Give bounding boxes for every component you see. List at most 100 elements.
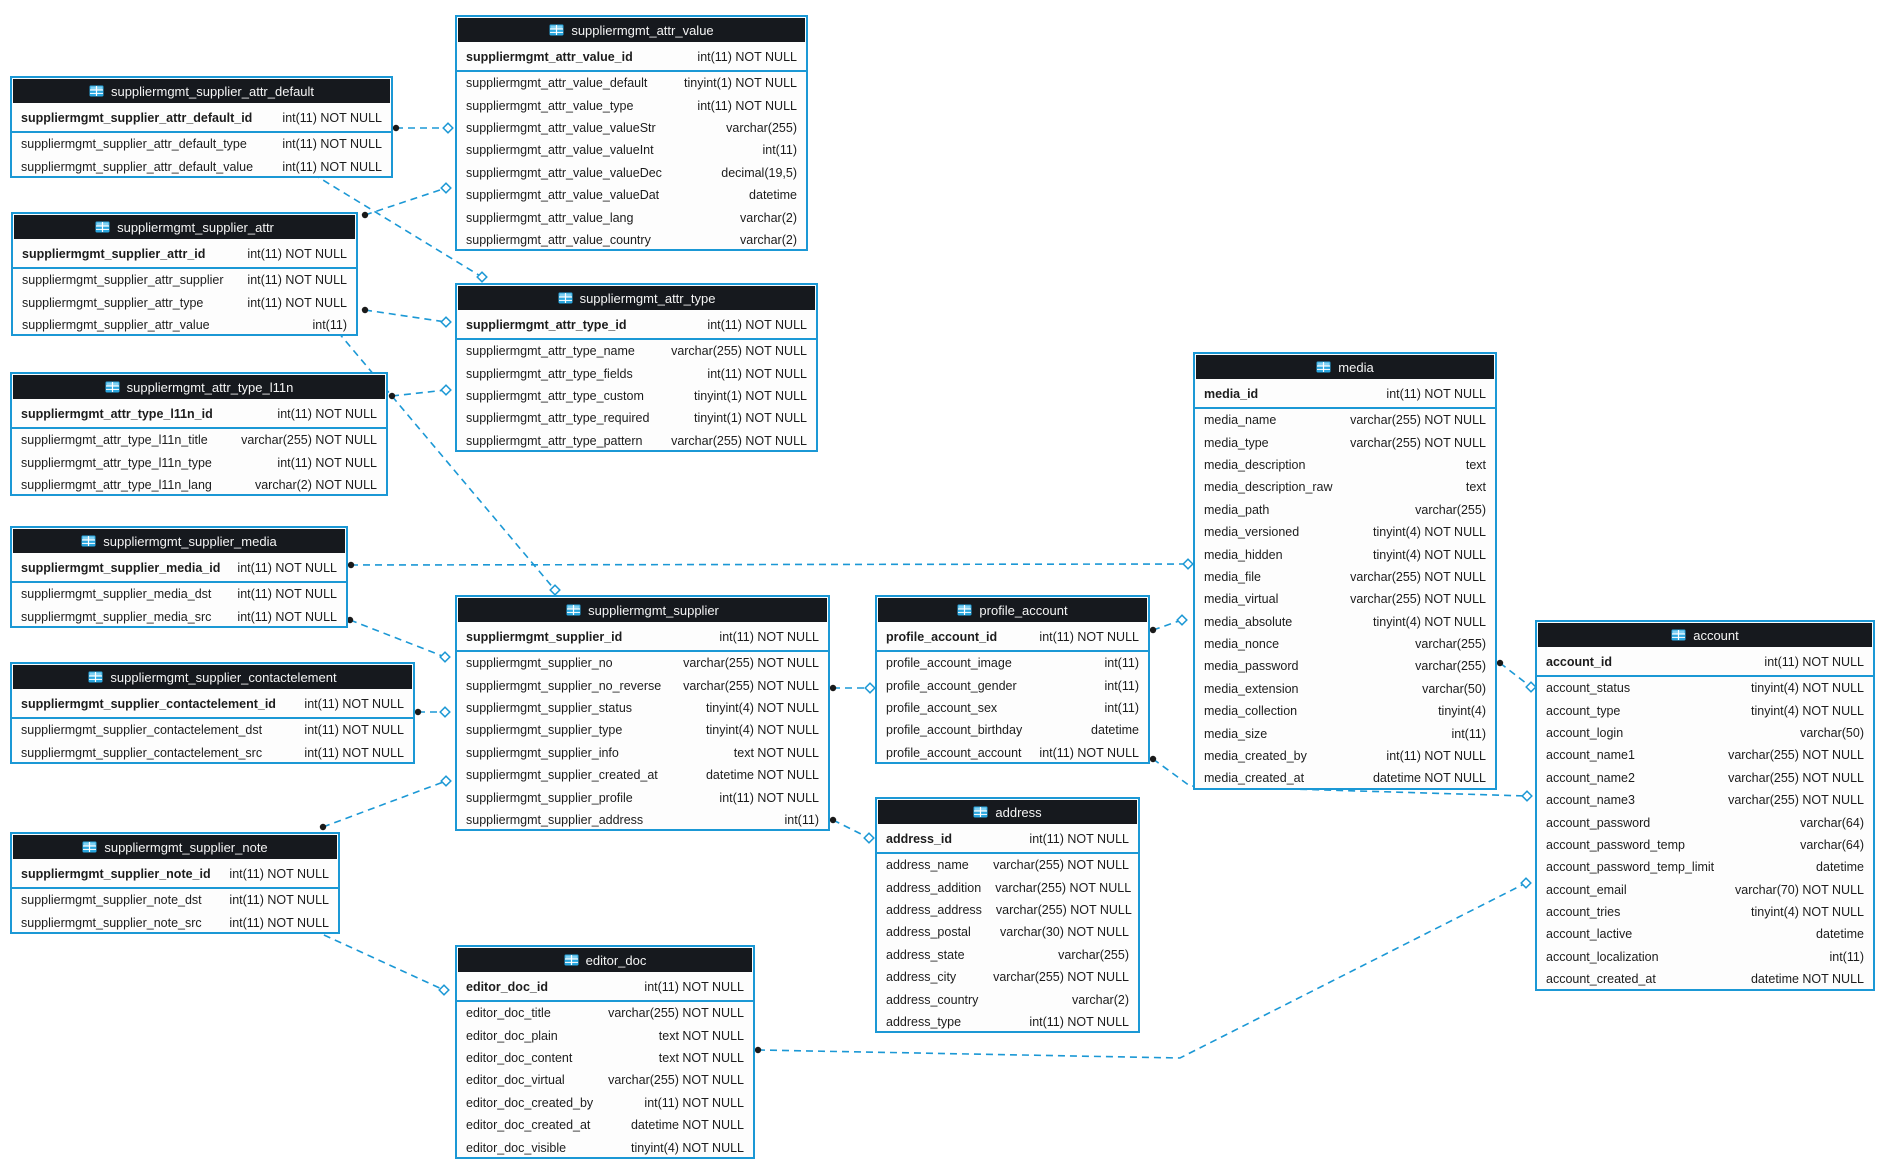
relation-suppliermgmt_supplier_media-to-media[interactable] [350, 563, 1189, 566]
table-header[interactable]: suppliermgmt_attr_value [458, 18, 805, 42]
table-header[interactable]: editor_doc [458, 948, 752, 972]
table-header[interactable]: suppliermgmt_supplier_attr_default [13, 79, 390, 103]
table-header[interactable]: suppliermgmt_supplier_media [13, 529, 345, 553]
table-header[interactable]: account [1538, 623, 1872, 647]
table-suppliermgmt_supplier_attr[interactable]: suppliermgmt_supplier_attr suppliermgmt_s… [11, 212, 358, 337]
table-header[interactable]: suppliermgmt_attr_type_l11n [13, 375, 385, 399]
relation-suppliermgmt_attr_type_l11n-to-suppliermgmt_attr_type[interactable] [391, 389, 447, 397]
table-header[interactable]: suppliermgmt_supplier_attr [14, 215, 355, 239]
relation-suppliermgmt_supplier-to-address[interactable] [832, 819, 870, 839]
relation-suppliermgmt_supplier_note-to-editor_doc[interactable] [312, 929, 445, 991]
column-row[interactable]: suppliermgmt_supplier_contactelement_src… [12, 741, 413, 763]
relation-suppliermgmt_supplier_note-to-suppliermgmt_supplier[interactable] [322, 780, 447, 828]
table-header[interactable]: media [1196, 355, 1494, 379]
table-header[interactable]: suppliermgmt_supplier_note [13, 835, 337, 859]
relation-suppliermgmt_supplier_attr-to-suppliermgmt_attr_value[interactable] [364, 187, 447, 216]
relation-editor_doc-to-account[interactable] [757, 882, 1527, 1059]
relation-media-to-account[interactable] [1499, 662, 1532, 688]
column-row[interactable]: suppliermgmt_supplier_attr_default_value… [12, 155, 391, 177]
relation-profile_account-to-account[interactable] [1152, 758, 1528, 797]
relation-suppliermgmt_supplier_attr-to-suppliermgmt_supplier[interactable] [337, 331, 556, 591]
